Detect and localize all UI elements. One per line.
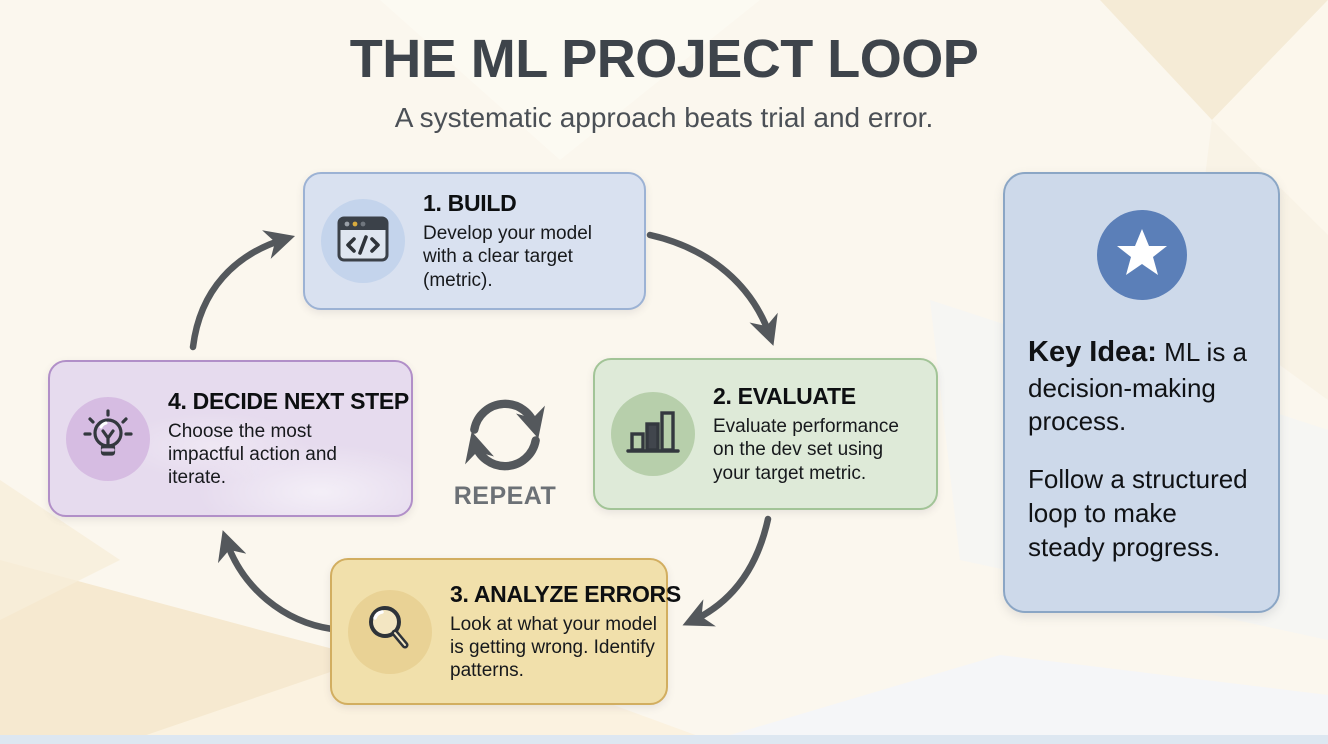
step-desc-decide-next-step: Choose the most impactful action and ite… <box>168 420 337 489</box>
decide-icon-circle <box>66 396 150 481</box>
step-desc-build: Develop your model with a clear target (… <box>423 223 592 291</box>
arrow-evaluate-to-analyze <box>682 515 772 627</box>
step-box-evaluate: 2. EVALUATE Evaluate performance on the … <box>593 358 938 510</box>
lightbulb-icon <box>79 407 137 470</box>
step-title-analyze-errors: 3. ANALYZE ERRORS <box>450 580 681 607</box>
build-icon-circle <box>321 199 405 283</box>
magnifier-icon <box>363 602 417 661</box>
evaluate-icon-circle <box>611 392 695 476</box>
key-idea-paragraph-2: Follow a structured loop to make steady … <box>1028 464 1248 562</box>
step-desc-analyze-errors: Look at what your model is getting wrong… <box>450 613 658 682</box>
star-icon <box>1115 227 1169 284</box>
key-idea-panel: Key Idea: ML is a decision-making proces… <box>1003 172 1280 613</box>
arrow-analyze-to-decide <box>217 530 336 633</box>
step-title-decide-next-step: 4. DECIDE NEXT STEP <box>168 387 409 414</box>
step-box-analyze-errors: 3. ANALYZE ERRORS Look at what your mode… <box>330 558 681 705</box>
cycle-arrows-icon <box>453 383 557 487</box>
page-title: THE ML PROJECT LOOP <box>349 29 979 89</box>
key-idea-text: Key Idea: ML is a decision-making proces… <box>1005 334 1278 565</box>
page-subtitle: A systematic approach beats trial and er… <box>394 102 934 133</box>
step-title-evaluate: 2. EVALUATE <box>713 383 856 410</box>
step-desc-evaluate: Evaluate performance on the dev set usin… <box>713 416 899 484</box>
key-idea-paragraph-1: Key Idea: ML is a decision-making proces… <box>1028 334 1255 439</box>
key-idea-icon-circle <box>1096 210 1187 300</box>
bar-chart-icon <box>626 407 680 462</box>
arrow-decide-to-build <box>189 230 296 351</box>
key-idea-heading: Key Idea: <box>1028 336 1157 368</box>
step-title-build: 1. BUILD <box>423 190 517 217</box>
arrow-build-to-evaluate <box>646 231 778 346</box>
code-window-icon <box>337 216 389 267</box>
step-box-build: 1. BUILD Develop your model with a clear… <box>303 172 646 310</box>
analyze-icon-circle <box>348 589 432 674</box>
step-box-decide-next-step: 4. DECIDE NEXT STEP Choose the most impa… <box>48 360 413 517</box>
repeat-label: REPEAT <box>453 482 557 510</box>
